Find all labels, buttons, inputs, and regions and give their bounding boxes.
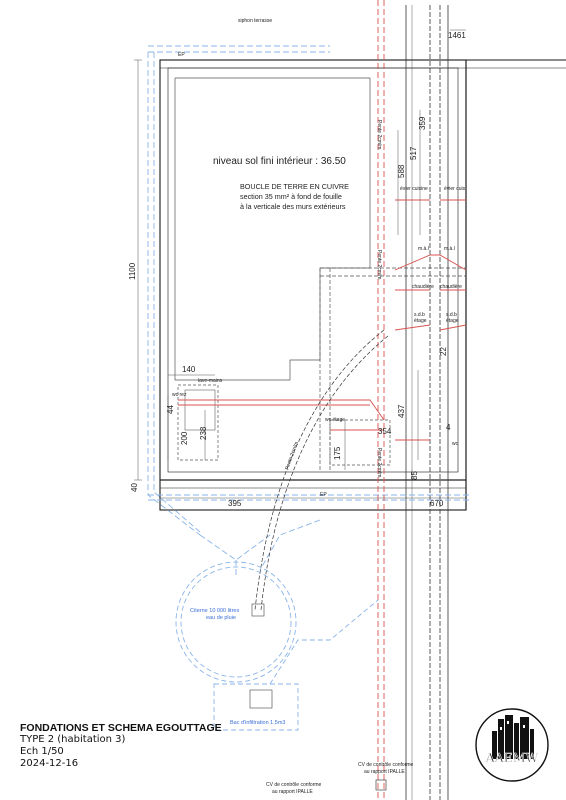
right-structure [405,5,449,800]
cistern [175,561,297,683]
dim-85: 85 [410,471,419,480]
cistern-pipe [254,329,389,611]
logo-text: AAEMW [485,750,539,765]
floor-level-note: niveau sol fini intérieur : 36.50 [213,156,346,167]
sdb-etage-label-1: étage [414,318,427,324]
dim-354: 354 [378,427,392,436]
earth-loop-note-1: BOUCLE DE TERRE EN CUIVRE [240,182,349,191]
ep-bottom-label: EP [320,492,327,498]
chaudiere-label-1: chaudière [412,284,434,290]
sdb-etage-label-2: étage [446,318,459,324]
evier-cuisine-label-1: évier cuisine [400,186,428,192]
sdb-label-2: s.d.b [446,312,457,318]
pente-label-1: Pente 2cm/m [376,120,382,149]
dim-4: 4 [446,423,451,432]
infiltration-label: Bac d'infiltration 1.5m3 [230,720,285,726]
drawing-scale: Ech 1/50 [20,746,64,757]
dim-437: 437 [397,404,406,418]
rainwater-network [147,45,470,575]
dim-22: 22 [439,347,448,356]
building-walls [159,59,566,511]
aaemw-logo: AAEMW [475,708,549,782]
dim-44: 44 [166,405,175,414]
lave-mains-label: lave-mains [198,378,223,384]
dim-517: 517 [409,146,418,160]
cv2-label-1: CV de contrôle conforme [358,762,414,768]
infiltration-box [213,599,379,731]
cistern-hatch [251,603,265,617]
chaudiere-label-2: chaudière [440,284,462,290]
dim-395: 395 [228,499,242,508]
cistern-label-2: eau de pluie [206,615,236,621]
dim-1461: 1461 [448,31,466,40]
wc-rez-label: wc rez [172,392,187,398]
cistern-label-1: Citerne 10 000 litres [190,608,239,614]
pente-label-4: Pente 2cm/m [284,441,300,471]
dim-40: 40 [130,483,139,492]
dim-175: 175 [333,446,342,460]
dim-1100: 1100 [128,262,137,280]
cv2-label-2: au rapport IPALLE [364,769,405,775]
siphon-label: siphon terrasse [238,18,272,24]
dim-200: 200 [180,431,189,445]
dim-238: 238 [199,426,208,440]
cv1-label-1: CV de contrôle conforme [266,782,322,788]
dim-588: 588 [397,164,406,178]
earth-loop-note-2: section 35 mm² à fond de fouille [240,192,342,201]
wastewater-network [178,0,467,800]
dim-670: 670 [430,499,444,508]
control-chamber-1 [375,779,387,791]
ep-top-label: EP [178,52,185,58]
cv1-label-2: au rapport IPALLE [272,789,313,795]
earth-loop-note-3: à la verticale des murs extérieurs [240,202,346,211]
drawing-title: FONDATIONS ET SCHEMA EGOUTTAGE [20,722,222,734]
drawing-type: TYPE 2 (habitation 3) [20,734,126,745]
sdb-label-1: s.d.b [414,312,425,318]
dim-359: 359 [418,116,427,130]
dimension-lines [134,29,466,499]
wc-right-label: wc [452,441,459,447]
dim-140: 140 [182,365,196,374]
evier-cuisine-label-2: évier cuis [444,186,466,192]
title-block: FONDATIONS ET SCHEMA EGOUTTAGE TYPE 2 (h… [20,722,280,770]
room-outlines [174,77,466,470]
wc-etage-label: wc étage [325,417,345,423]
mal-label-2: m.à.l [444,246,455,252]
drawing-date: 2024-12-16 [20,758,79,769]
pente-label-2: Pente 2cm/m [376,250,382,279]
pente-label-3: Pente 2cm/m [376,448,382,477]
mal-label-1: m.à.l [418,246,429,252]
